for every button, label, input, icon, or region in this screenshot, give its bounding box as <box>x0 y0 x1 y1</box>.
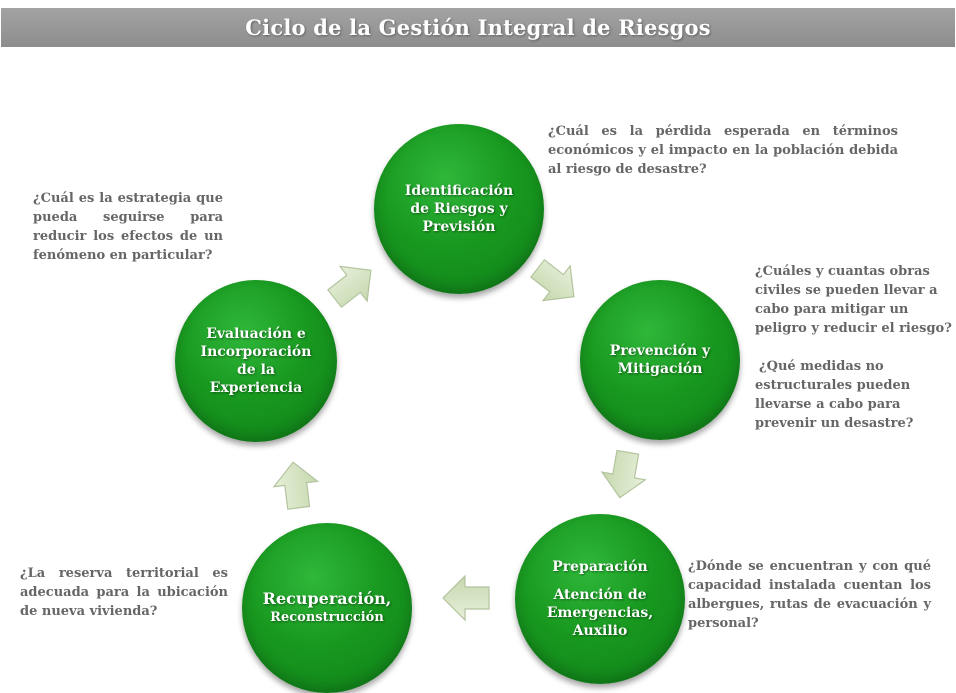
question-line: estructurales pueden <box>755 378 911 393</box>
node-prevencion: Prevención y Mitigación <box>580 280 740 440</box>
node-preparacion: Preparación Atención de Emergencias, Aux… <box>515 514 685 684</box>
node-recuperacion: Recuperación, Reconstrucción <box>242 523 412 693</box>
question-line: prevenir un desastre? <box>755 416 914 431</box>
diagram-title: Ciclo de la Gestión Integral de Riesgos <box>245 15 711 40</box>
node-label-line: Identificación <box>404 183 514 199</box>
node-evaluacion: Evaluación e Incorporación de la Experie… <box>175 280 337 442</box>
node-label-line: Prevención y <box>609 343 711 359</box>
node-label-line: Auxilio <box>572 623 628 639</box>
question-strategy: ¿Cuál es la estrategia que pueda seguirs… <box>33 191 223 263</box>
node-label-line: Atención de <box>553 587 647 603</box>
node-label-line: Emergencias, <box>546 605 654 621</box>
arrow-up-icon <box>272 461 320 510</box>
node-label-line: Experiencia <box>209 380 303 396</box>
question-line: ¿Cuáles y cuantas obras <box>755 264 930 279</box>
question-line: llevarse a cabo para <box>755 397 901 412</box>
question-line: peligro y reducir el riesgo? <box>755 321 952 336</box>
arrow-down-icon <box>600 449 647 499</box>
node-label-line: Evaluación e <box>206 326 306 342</box>
question-expected-loss: ¿Cuál es la pérdida esperada en términos… <box>548 124 898 177</box>
node-label-line: Preparación <box>552 559 648 575</box>
question-line: cabo para mitigar un <box>755 302 909 317</box>
arrow-left-icon <box>442 574 490 622</box>
node-identificacion: Identificación de Riesgos y Previsión <box>374 124 544 294</box>
question-shelters: ¿Dónde se encuentran y con qué capacidad… <box>688 559 931 631</box>
node-label-line: de Riesgos y <box>410 201 508 217</box>
question-non-structural: ¿Qué medidas no estructurales pueden lle… <box>755 357 945 433</box>
node-label-line: de la <box>237 362 275 378</box>
node-label-line: Incorporación <box>200 344 312 360</box>
node-label-line: Mitigación <box>617 361 703 377</box>
question-land-reserve: ¿La reserva territorial es adecuada para… <box>20 566 228 619</box>
node-label-line: Recuperación, <box>262 589 392 608</box>
arrow-right-down-icon <box>530 258 575 302</box>
node-label-line: Previsión <box>422 219 496 235</box>
node-label-line: Reconstrucción <box>270 610 384 625</box>
question-line: ¿Qué medidas no <box>759 359 884 374</box>
title-bar: Ciclo de la Gestión Integral de Riesgos <box>1 8 955 47</box>
arrow-up-right-icon <box>327 265 372 309</box>
question-civil-works: ¿Cuáles y cuantas obras civiles se puede… <box>755 262 955 338</box>
question-line: civiles se pueden llevar a <box>755 283 938 298</box>
